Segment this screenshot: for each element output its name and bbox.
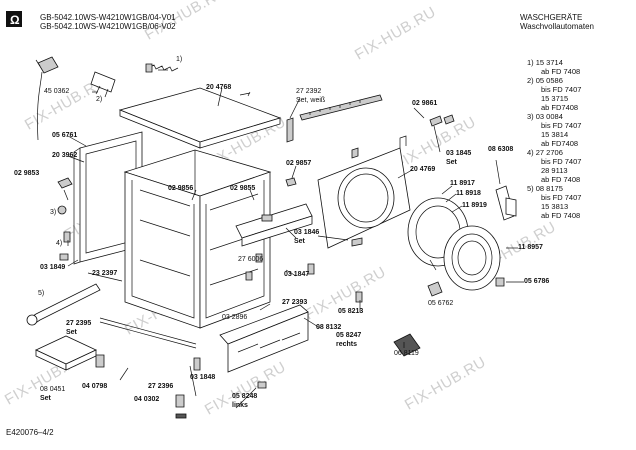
foot-bracket xyxy=(35,335,97,371)
part-label: 02 9855 xyxy=(230,185,256,192)
leader-lines xyxy=(63,69,524,409)
part-label: 27 2396 xyxy=(148,383,174,390)
note-2: 2) 05 0586 xyxy=(527,76,563,85)
small-clips xyxy=(57,114,505,389)
callout-2: 2) xyxy=(96,96,103,103)
part-label: 27 2392 xyxy=(296,88,322,95)
support-rod xyxy=(99,317,197,349)
part-label: 08 6308 xyxy=(488,146,514,153)
part-label: 03 1846 xyxy=(294,229,320,236)
part-label: 11 8918 xyxy=(456,190,481,197)
part-label: 02 9857 xyxy=(286,160,312,167)
part-label: 06 8119 xyxy=(394,350,419,357)
part-label: 05 6786 xyxy=(524,278,550,285)
part-label-sub: Set xyxy=(294,238,305,245)
part-label: 05 6761 xyxy=(52,132,78,139)
note-5b: bis FD 7407 xyxy=(541,193,582,202)
part-label: 27 2393 xyxy=(282,299,308,306)
part-label: 45 0362 xyxy=(44,88,70,95)
part-label: 03 1849 xyxy=(40,264,66,271)
door-hinge xyxy=(495,185,517,221)
category-title: WASCHGERÄTE xyxy=(520,13,583,22)
note-4c: 28 9113 xyxy=(541,166,568,175)
brand-logo: Ω xyxy=(6,11,22,27)
base-rail xyxy=(219,304,309,373)
svg-text:Ω: Ω xyxy=(10,13,20,27)
note-2b: bis FD 7407 xyxy=(541,85,582,94)
part-label-sub: Set xyxy=(446,159,457,166)
part-label: 11 8919 xyxy=(462,202,487,209)
part-label: 27 2395 xyxy=(66,320,92,327)
category-subtitle: Waschvollautomaten xyxy=(520,22,594,31)
note-2c: 15 3715 xyxy=(541,94,569,103)
part-label: 02 9853 xyxy=(14,170,40,177)
front-panel xyxy=(317,135,411,249)
part-label-sub: Set, weiß xyxy=(296,97,326,104)
spring xyxy=(145,63,179,73)
part-label: 04 0302 xyxy=(134,396,160,403)
suppressor-filter xyxy=(90,71,116,98)
note-2d: ab FD7408 xyxy=(541,103,579,112)
top-trim-strip xyxy=(286,94,383,143)
cabinet-frame xyxy=(123,149,272,329)
diagram-code: E420076–4/2 xyxy=(6,428,54,437)
note-4d: ab FD 7408 xyxy=(541,175,581,184)
note-4: 4) 27 2706 xyxy=(527,148,563,157)
note-4b: bis FD 7407 xyxy=(541,157,582,166)
part-label: 20 4769 xyxy=(410,166,436,173)
model-line-1: GB-5042.10WS-W4210W1GB/04-V01 xyxy=(40,13,176,22)
callout-5: 5) xyxy=(38,290,45,297)
part-label: 23 2397 xyxy=(92,270,118,277)
model-line-2: GB-5042.10WS-W4210W1GB/06-V02 xyxy=(40,22,176,31)
callout-4: 4) xyxy=(56,240,63,247)
note-5c: 15 3813 xyxy=(541,202,569,211)
part-label: 03 1845 xyxy=(446,150,472,157)
note-3: 3) 03 0084 xyxy=(527,112,563,121)
part-label: 05 8247 xyxy=(336,332,362,339)
door-assembly xyxy=(407,197,501,291)
part-label: 05 8248 xyxy=(232,393,258,400)
control-panel xyxy=(235,203,313,247)
part-label: 20 4768 xyxy=(206,84,232,91)
note-5: 5) 08 8175 xyxy=(527,184,563,193)
part-label: 20 3962 xyxy=(52,152,78,159)
part-label: 05 8213 xyxy=(338,308,364,315)
note-1b: ab FD 7408 xyxy=(541,67,581,76)
part-label: 03 1847 xyxy=(284,271,310,278)
spanner-tool xyxy=(26,283,101,326)
part-label-sub: Set xyxy=(66,329,77,336)
drawer-flap xyxy=(393,333,421,357)
note-1: 1) 15 3714 xyxy=(527,58,563,67)
part-label: 08 8132 xyxy=(316,324,342,331)
top-cover xyxy=(118,87,282,149)
power-cord xyxy=(35,56,59,141)
part-label: 02 9856 xyxy=(168,185,194,192)
note-5d: ab FD 7408 xyxy=(541,211,581,220)
part-label: 11 8957 xyxy=(518,244,543,251)
part-label: 02 9861 xyxy=(412,100,438,107)
part-label: 11 8917 xyxy=(450,180,475,187)
callout-3: 3) xyxy=(50,209,57,216)
part-label: 08 0451 xyxy=(40,386,66,393)
callout-1: 1) xyxy=(176,56,183,63)
part-label: 05 6762 xyxy=(428,300,454,307)
note-3d: ab FD7408 xyxy=(541,139,579,148)
part-label: 27 6006 xyxy=(238,256,264,263)
feet xyxy=(95,354,201,419)
part-label: 04 0798 xyxy=(82,383,108,390)
part-label-sub: links xyxy=(232,402,248,409)
note-3b: bis FD 7407 xyxy=(541,121,582,130)
part-label: 03 2896 xyxy=(222,314,248,321)
note-3c: 15 3814 xyxy=(541,130,569,139)
part-label-sub: Set xyxy=(40,395,51,402)
part-label-sub: rechts xyxy=(336,341,358,348)
part-label: 03 1848 xyxy=(190,374,216,381)
